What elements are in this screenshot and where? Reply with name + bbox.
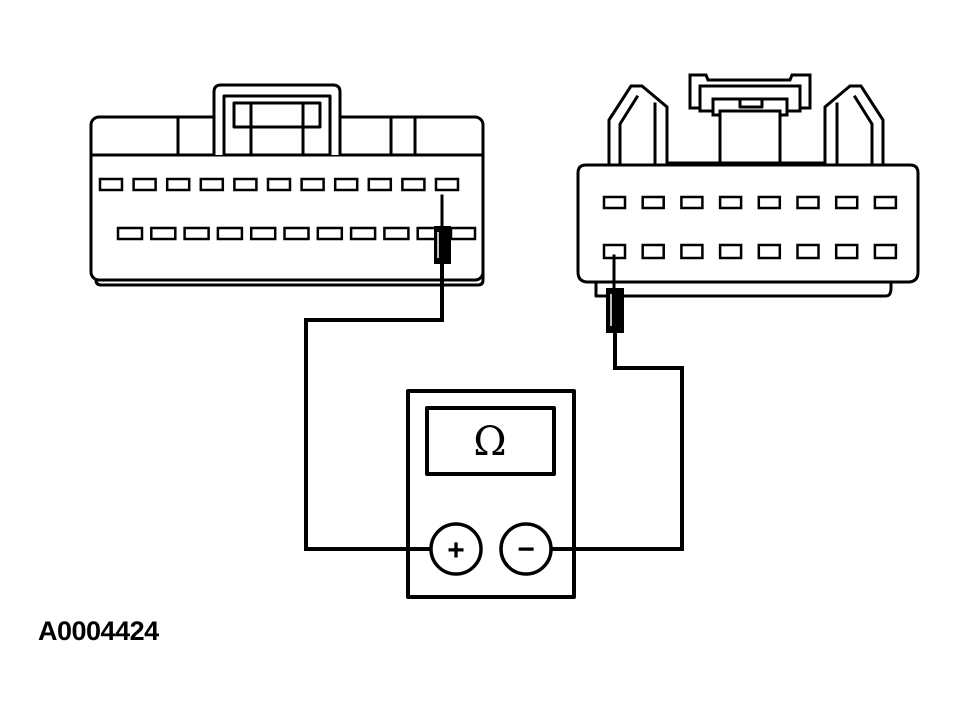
pin-cavity [132, 177, 157, 192]
pin-cavity [718, 195, 743, 210]
pin-cavity [873, 195, 898, 210]
pin-cavity [718, 243, 743, 260]
pin-cavity [249, 226, 277, 241]
pin-cavity [834, 243, 859, 260]
right-latch [607, 73, 885, 167]
pin-cavity [796, 243, 820, 260]
pin-cavity [401, 177, 426, 192]
pin-cavity [233, 177, 258, 192]
pin-cavity [300, 177, 325, 192]
left-locking-tab [212, 83, 342, 157]
pin-cavity [449, 226, 477, 241]
pin-cavity [333, 177, 359, 192]
pin-cavity [98, 177, 124, 192]
right-probe [606, 254, 624, 333]
pin-cavity [680, 195, 704, 210]
pin-cavity [367, 177, 393, 192]
pin-cavity [165, 177, 191, 192]
positive-test-lead [304, 263, 444, 551]
pin-cavity [434, 177, 460, 192]
pin-cavity [796, 195, 820, 210]
negative-test-lead [551, 333, 684, 551]
pin-cavity [641, 195, 665, 210]
pin-cavity [873, 243, 898, 260]
pin-cavity [266, 177, 292, 192]
pin-cavity [216, 226, 244, 241]
pin-cavity [316, 226, 344, 241]
ohm-symbol: Ω [473, 419, 506, 465]
pin-cavity [383, 226, 410, 241]
pin-cavity [183, 226, 210, 241]
positive-terminal [429, 522, 483, 576]
positive-terminal-label: + [447, 534, 465, 567]
left-probe [434, 194, 451, 264]
pin-cavity [150, 226, 177, 241]
ohmmeter: Ω + − [406, 389, 576, 599]
negative-terminal [499, 522, 553, 576]
figure-id: A0004424 [38, 616, 159, 646]
left-connector [89, 83, 485, 287]
meter-display [425, 406, 556, 476]
pin-cavity [283, 226, 310, 241]
pin-cavity [680, 243, 704, 260]
negative-terminal-label: − [517, 533, 535, 566]
test-leads [304, 263, 684, 551]
pin-cavity [349, 226, 377, 241]
pin-cavity [757, 243, 782, 260]
left-pin-row-bottom [116, 226, 477, 241]
pin-cavity [199, 177, 225, 192]
left-pin-row-top [98, 177, 460, 192]
right-pin-row-top [602, 195, 898, 210]
pin-cavity [641, 243, 665, 260]
pin-cavity [116, 226, 144, 241]
pin-cavity [757, 195, 782, 210]
pin-cavity [834, 195, 859, 210]
right-connector [576, 73, 920, 298]
right-pin-row-bottom [602, 243, 898, 260]
pin-cavity [602, 195, 627, 210]
